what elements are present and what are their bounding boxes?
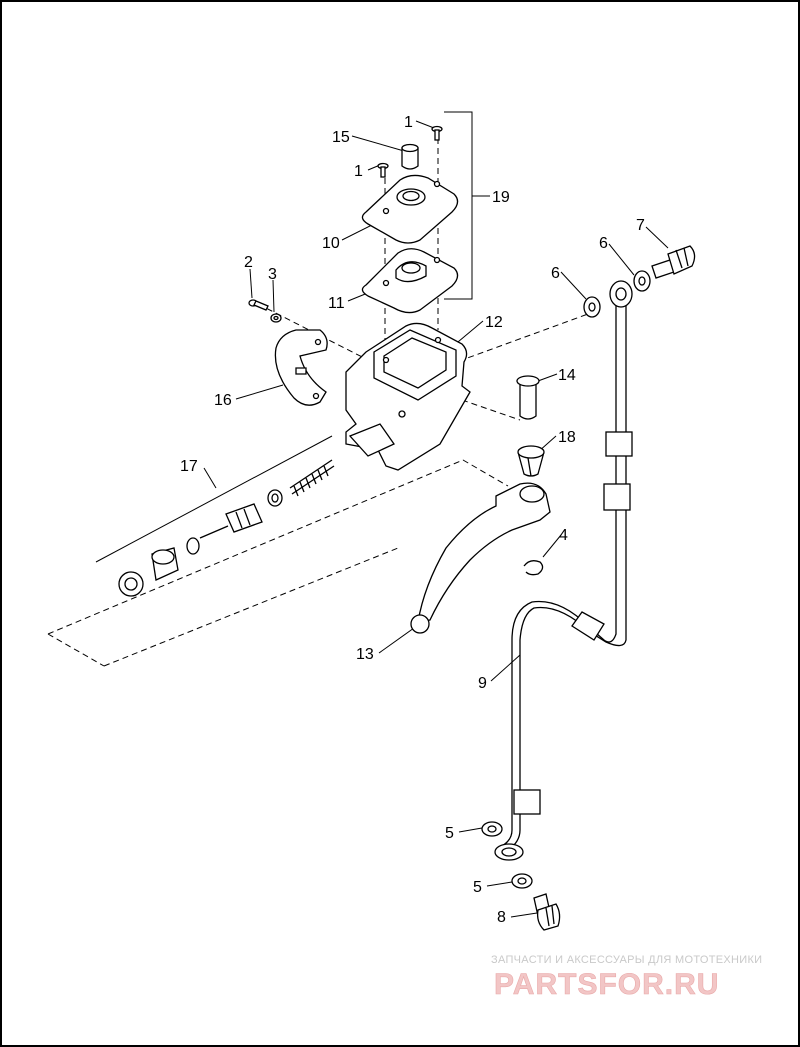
diaphragm-part-11 xyxy=(361,248,459,314)
washer-part-5b xyxy=(511,873,533,889)
assembly-dashed-lines xyxy=(47,138,589,667)
watermark-tagline: ЗАПЧАСТИ И АКСЕССУАРЫ ДЛЯ МОТОТЕХНИКИ xyxy=(491,954,762,966)
watermark: ЗАПЧАСТИ И АКСЕССУАРЫ ДЛЯ МОТОТЕХНИКИ PA… xyxy=(491,954,762,1001)
pin-part-14 xyxy=(516,375,540,420)
leader-lines xyxy=(95,111,669,918)
callout-8: 8 xyxy=(497,909,506,926)
callout-7: 7 xyxy=(636,217,645,234)
cover-part-10 xyxy=(361,174,459,244)
lever-part-13 xyxy=(410,482,551,634)
watermark-logo: PARTSFOR.RU xyxy=(494,968,719,1001)
callout-9: 9 xyxy=(478,675,487,692)
callout-16: 16 xyxy=(214,392,232,409)
callout-1-lower: 1 xyxy=(354,163,363,180)
master-cylinder-part-12 xyxy=(345,322,471,471)
washer-part-6a xyxy=(583,296,601,318)
banjo-bolt-part-7 xyxy=(651,245,696,279)
washer-part-6b xyxy=(633,270,651,292)
callout-18: 18 xyxy=(558,429,576,446)
callout-1-top: 1 xyxy=(404,114,413,131)
hose-part-9 xyxy=(494,280,633,861)
washer-part-3 xyxy=(270,313,282,323)
washer-part-5a xyxy=(481,821,503,837)
screw-part-1a xyxy=(431,125,443,141)
callout-14: 14 xyxy=(558,367,576,384)
clamp-part-16 xyxy=(274,329,328,406)
callout-4: 4 xyxy=(559,527,568,544)
callout-5-lower: 5 xyxy=(473,879,482,896)
screw-part-2 xyxy=(248,299,269,311)
clip-part-4 xyxy=(523,560,544,576)
callout-2: 2 xyxy=(244,254,253,271)
callout-11: 11 xyxy=(328,295,345,312)
callout-3: 3 xyxy=(268,266,277,283)
bushing-part-18 xyxy=(517,445,545,477)
callout-labels: 1 15 1 19 10 11 2 3 12 16 14 18 17 4 13 … xyxy=(180,114,645,926)
banjo-bolt-part-8 xyxy=(533,893,561,931)
callout-10: 10 xyxy=(322,235,340,252)
part-drawings xyxy=(118,125,696,931)
piston-assembly-part-17 xyxy=(118,459,335,597)
plug-part-15 xyxy=(401,143,419,170)
callout-5-upper: 5 xyxy=(445,825,454,842)
callout-6-right: 6 xyxy=(599,235,608,252)
callout-17: 17 xyxy=(180,458,198,475)
callout-12: 12 xyxy=(485,314,503,331)
callout-19: 19 xyxy=(492,189,510,206)
screw-part-1b xyxy=(377,162,389,178)
callout-13: 13 xyxy=(356,646,374,663)
callout-6-left: 6 xyxy=(551,265,560,282)
callout-15: 15 xyxy=(332,129,350,146)
